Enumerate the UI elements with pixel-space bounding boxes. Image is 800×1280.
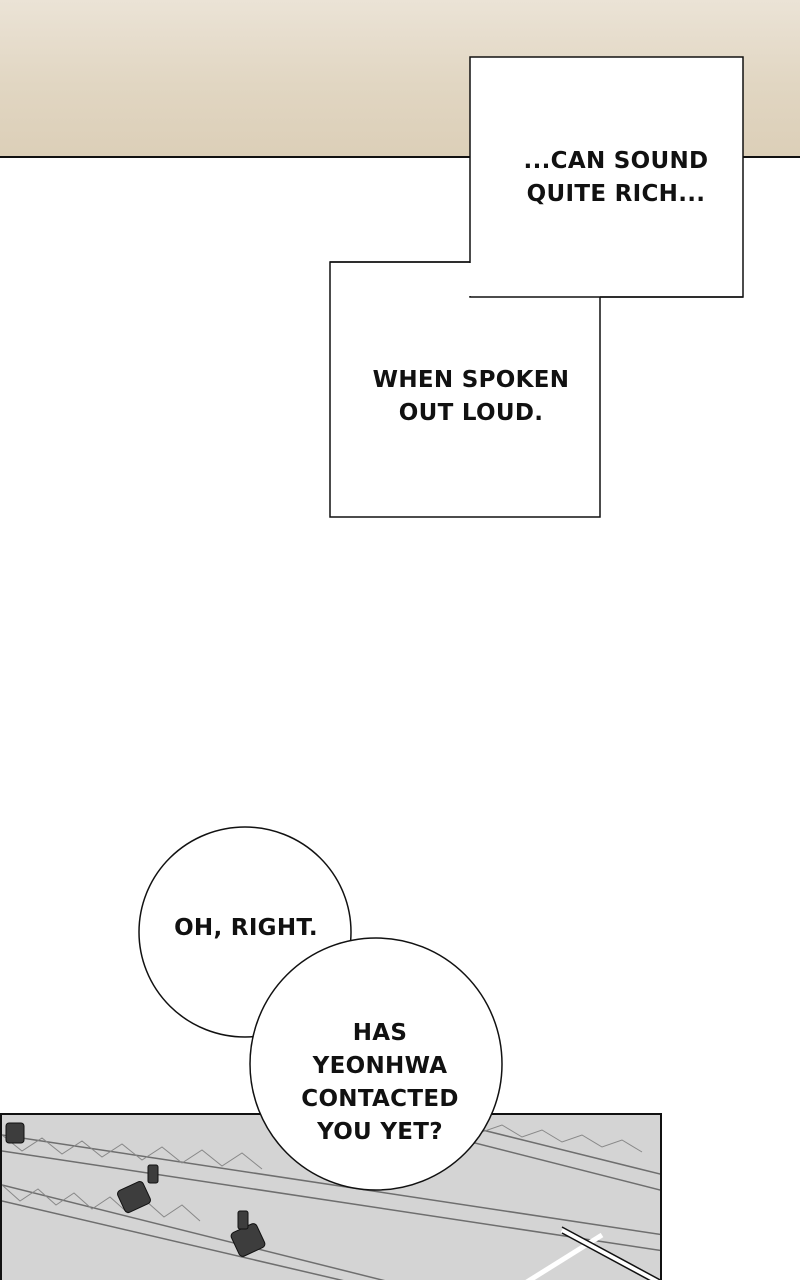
caption-2-line-2: OUT LOUD. [398, 400, 544, 426]
caption-1-line-2: QUITE RICH... [526, 181, 706, 207]
bubble-2-line-4: YOU YET? [317, 1119, 443, 1145]
bubble-2-line-3: CONTACTED [301, 1086, 459, 1112]
bubble-2-line-2: YEONHWA [312, 1053, 448, 1079]
bubble-1-line-1: OH, RIGHT. [174, 915, 318, 941]
caption-1-text: ...CAN SOUND QUITE RICH... [506, 145, 726, 211]
caption-1-line-1: ...CAN SOUND [523, 148, 709, 174]
speech-bubble-1-text: OH, RIGHT. [160, 912, 332, 945]
caption-2-line-1: WHEN SPOKEN [372, 367, 570, 393]
speech-bubble-2-text: HAS YEONHWA CONTACTED YOU YET? [290, 1017, 470, 1149]
bubble-2-line-1: HAS [352, 1020, 408, 1046]
caption-2-text: WHEN SPOKEN OUT LOUD. [358, 364, 584, 430]
